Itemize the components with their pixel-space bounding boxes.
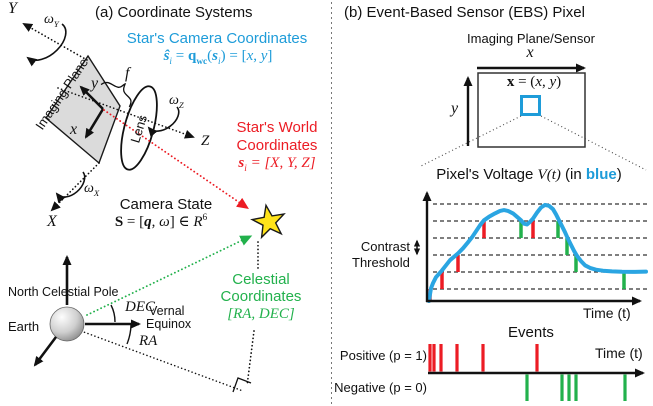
- omega-x-rotation-arrow: [55, 171, 86, 204]
- camera-x-axis-label: x: [70, 121, 78, 138]
- sensor-x-label: x: [526, 44, 534, 61]
- lens-shape: [120, 85, 158, 171]
- camera-coords-heading: Star's Camera Coordinates: [126, 30, 308, 47]
- events-time-label: Time (t): [595, 345, 643, 361]
- axis-Y-label: Y: [8, 0, 17, 17]
- voltage-heading: Pixel's Voltage V(t) (in blue): [436, 166, 622, 183]
- camera-state-heading: Camera State: [119, 196, 213, 213]
- voltage-and-events-chart: [427, 202, 649, 401]
- camera-state-formula: S = [q, ω] ∈ R6: [114, 213, 208, 230]
- axis-X-label: X: [47, 213, 57, 230]
- north-pole-label: North Celestial Pole: [8, 285, 119, 299]
- camera-y-arrow: [79, 85, 104, 110]
- camera-y-axis-label: y: [91, 75, 99, 92]
- ra-label: RA: [139, 333, 158, 349]
- pixel-coord-formula: x = (x, y): [506, 74, 562, 90]
- omega-y-rotation-arrow: [26, 23, 67, 67]
- world-coords-ray: [103, 109, 249, 210]
- voltage-time-label: Time (t): [583, 305, 631, 321]
- celestial-formula: [RA, DEC]: [227, 306, 295, 322]
- dec-label: DEC: [125, 299, 155, 315]
- world-coords-formula: si = [X, Y, Z]: [238, 155, 316, 174]
- world-coords-line2: Coordinates: [236, 137, 318, 154]
- pixel-square: [520, 95, 541, 116]
- earth-globe: [49, 306, 85, 342]
- star-drop-line-lower: [246, 330, 255, 387]
- axis-Y-line: [22, 23, 88, 61]
- vernal-label-line2: Equinox: [146, 317, 192, 331]
- focal-length-label: f: [125, 65, 130, 82]
- omega-y-label: ωY: [44, 12, 59, 29]
- panel-a-title: (a) Coordinate Systems: [95, 4, 253, 21]
- dec-angle-arc: [110, 304, 116, 323]
- camera-x-arrow: [84, 108, 105, 139]
- celestial-line1: Celestial: [232, 271, 290, 288]
- positive-events-label: Positive (p = 1): [339, 348, 427, 363]
- earth-label: Earth: [8, 319, 40, 334]
- contrast-label: Contrast: [360, 239, 410, 254]
- negative-events-label: Negative (p = 0): [334, 380, 427, 395]
- celestial-coords-ray: [86, 235, 253, 316]
- sensor-y-label: y: [451, 100, 459, 117]
- world-coords-line1: Star's World: [236, 119, 318, 136]
- threshold-label: Threshold: [352, 255, 410, 270]
- zoom-connector-right: [540, 115, 647, 171]
- omega-x-label: ωX: [84, 181, 100, 198]
- events-heading: Events: [508, 324, 554, 341]
- sensor-rect: [477, 72, 586, 148]
- vernal-label-line1: Vernal: [149, 304, 185, 318]
- axis-Z-label: Z: [201, 133, 210, 149]
- omega-z-label: ωZ: [169, 93, 184, 110]
- focal-length-brace: [100, 81, 132, 108]
- celestial-line2: Coordinates: [220, 288, 302, 305]
- voltage-curve: [427, 202, 648, 303]
- earth-third-axis-arrow: [33, 336, 58, 367]
- star-icon: [250, 203, 286, 240]
- ra-angle-arc: [126, 324, 132, 345]
- camera-coords-formula: ŝi = qwc(si) = [x, y]: [163, 48, 273, 67]
- ra-direction-line: [80, 330, 244, 392]
- right-angle-mark: [232, 377, 252, 393]
- panel-b-title: (b) Event-Based Sensor (EBS) Pixel: [344, 4, 585, 21]
- sensor-label: Imaging Plane/Sensor: [467, 31, 595, 46]
